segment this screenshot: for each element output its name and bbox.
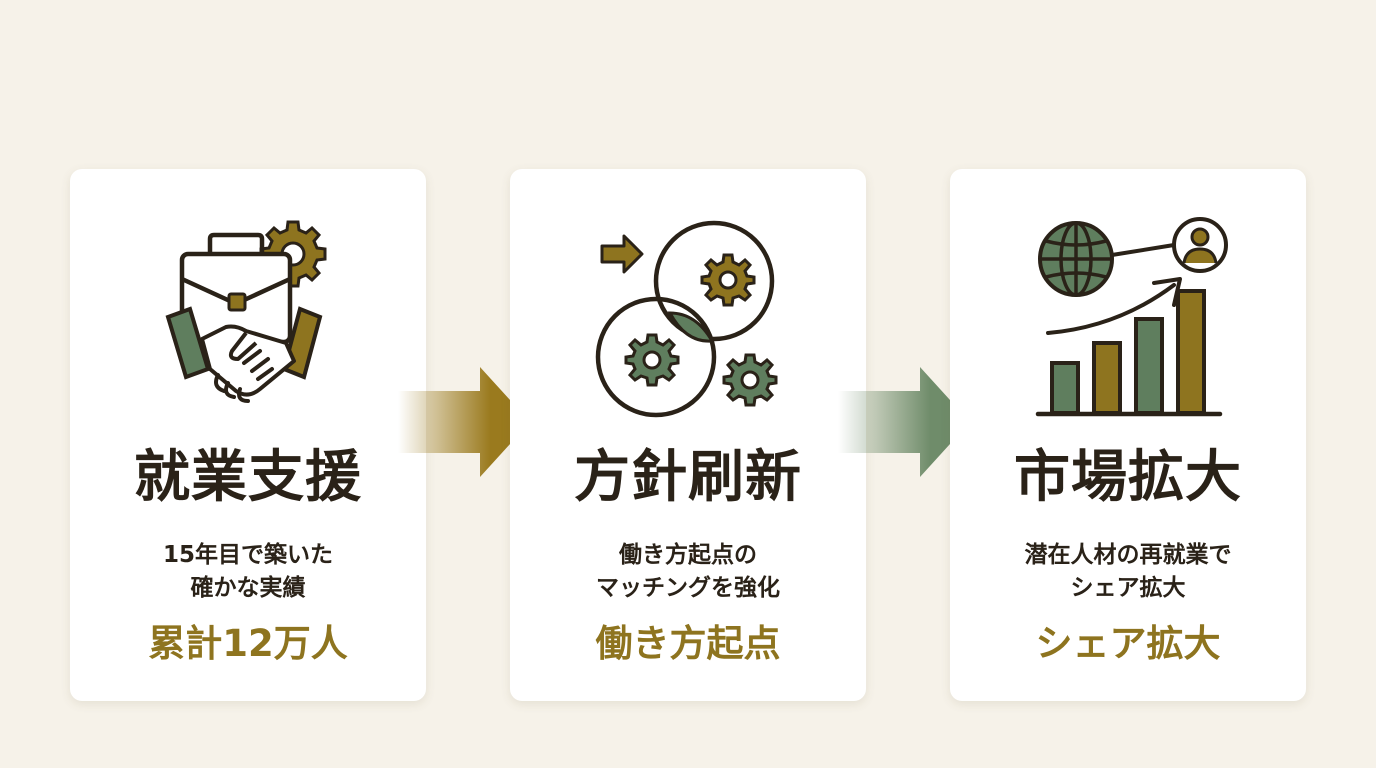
step-card-support: 就業支援 15年目で築いた 確かな実績 累計12万人	[70, 169, 426, 701]
step-title: 方針刷新	[574, 444, 802, 510]
handshake-briefcase-gear-icon	[148, 209, 348, 429]
step-title: 就業支援	[134, 444, 362, 510]
globe-growth-chart-icon	[1028, 209, 1228, 429]
step-title: 市場拡大	[1014, 444, 1242, 510]
step-description-line: 潜在人材の再就業で	[1024, 542, 1232, 568]
step-description: 潜在人材の再就業で シェア拡大	[950, 539, 1306, 606]
step-description-line: 働き方起点の	[619, 542, 757, 568]
flow-arrow-right-icon	[398, 367, 533, 477]
step-description: 働き方起点の マッチングを強化	[510, 539, 866, 606]
step-card-market: 市場拡大 潜在人材の再就業で シェア拡大 シェア拡大	[950, 169, 1306, 701]
step-highlight: シェア拡大	[1035, 622, 1221, 665]
step-description-line: 確かな実績	[190, 575, 306, 602]
step-description-line: マッチングを強化	[596, 575, 780, 602]
gears-circles-arrow-icon	[588, 209, 788, 429]
step-description-line: シェア拡大	[1070, 575, 1186, 602]
step-highlight: 累計12万人	[148, 622, 348, 665]
step-description: 15年目で築いた 確かな実績	[70, 539, 426, 606]
step-highlight: 働き方起点	[595, 622, 781, 665]
step-description-line: 15年目で築いた	[162, 542, 333, 568]
step-card-policy: 方針刷新 働き方起点の マッチングを強化 働き方起点	[510, 169, 866, 701]
flow-arrow-right-icon	[838, 367, 973, 477]
